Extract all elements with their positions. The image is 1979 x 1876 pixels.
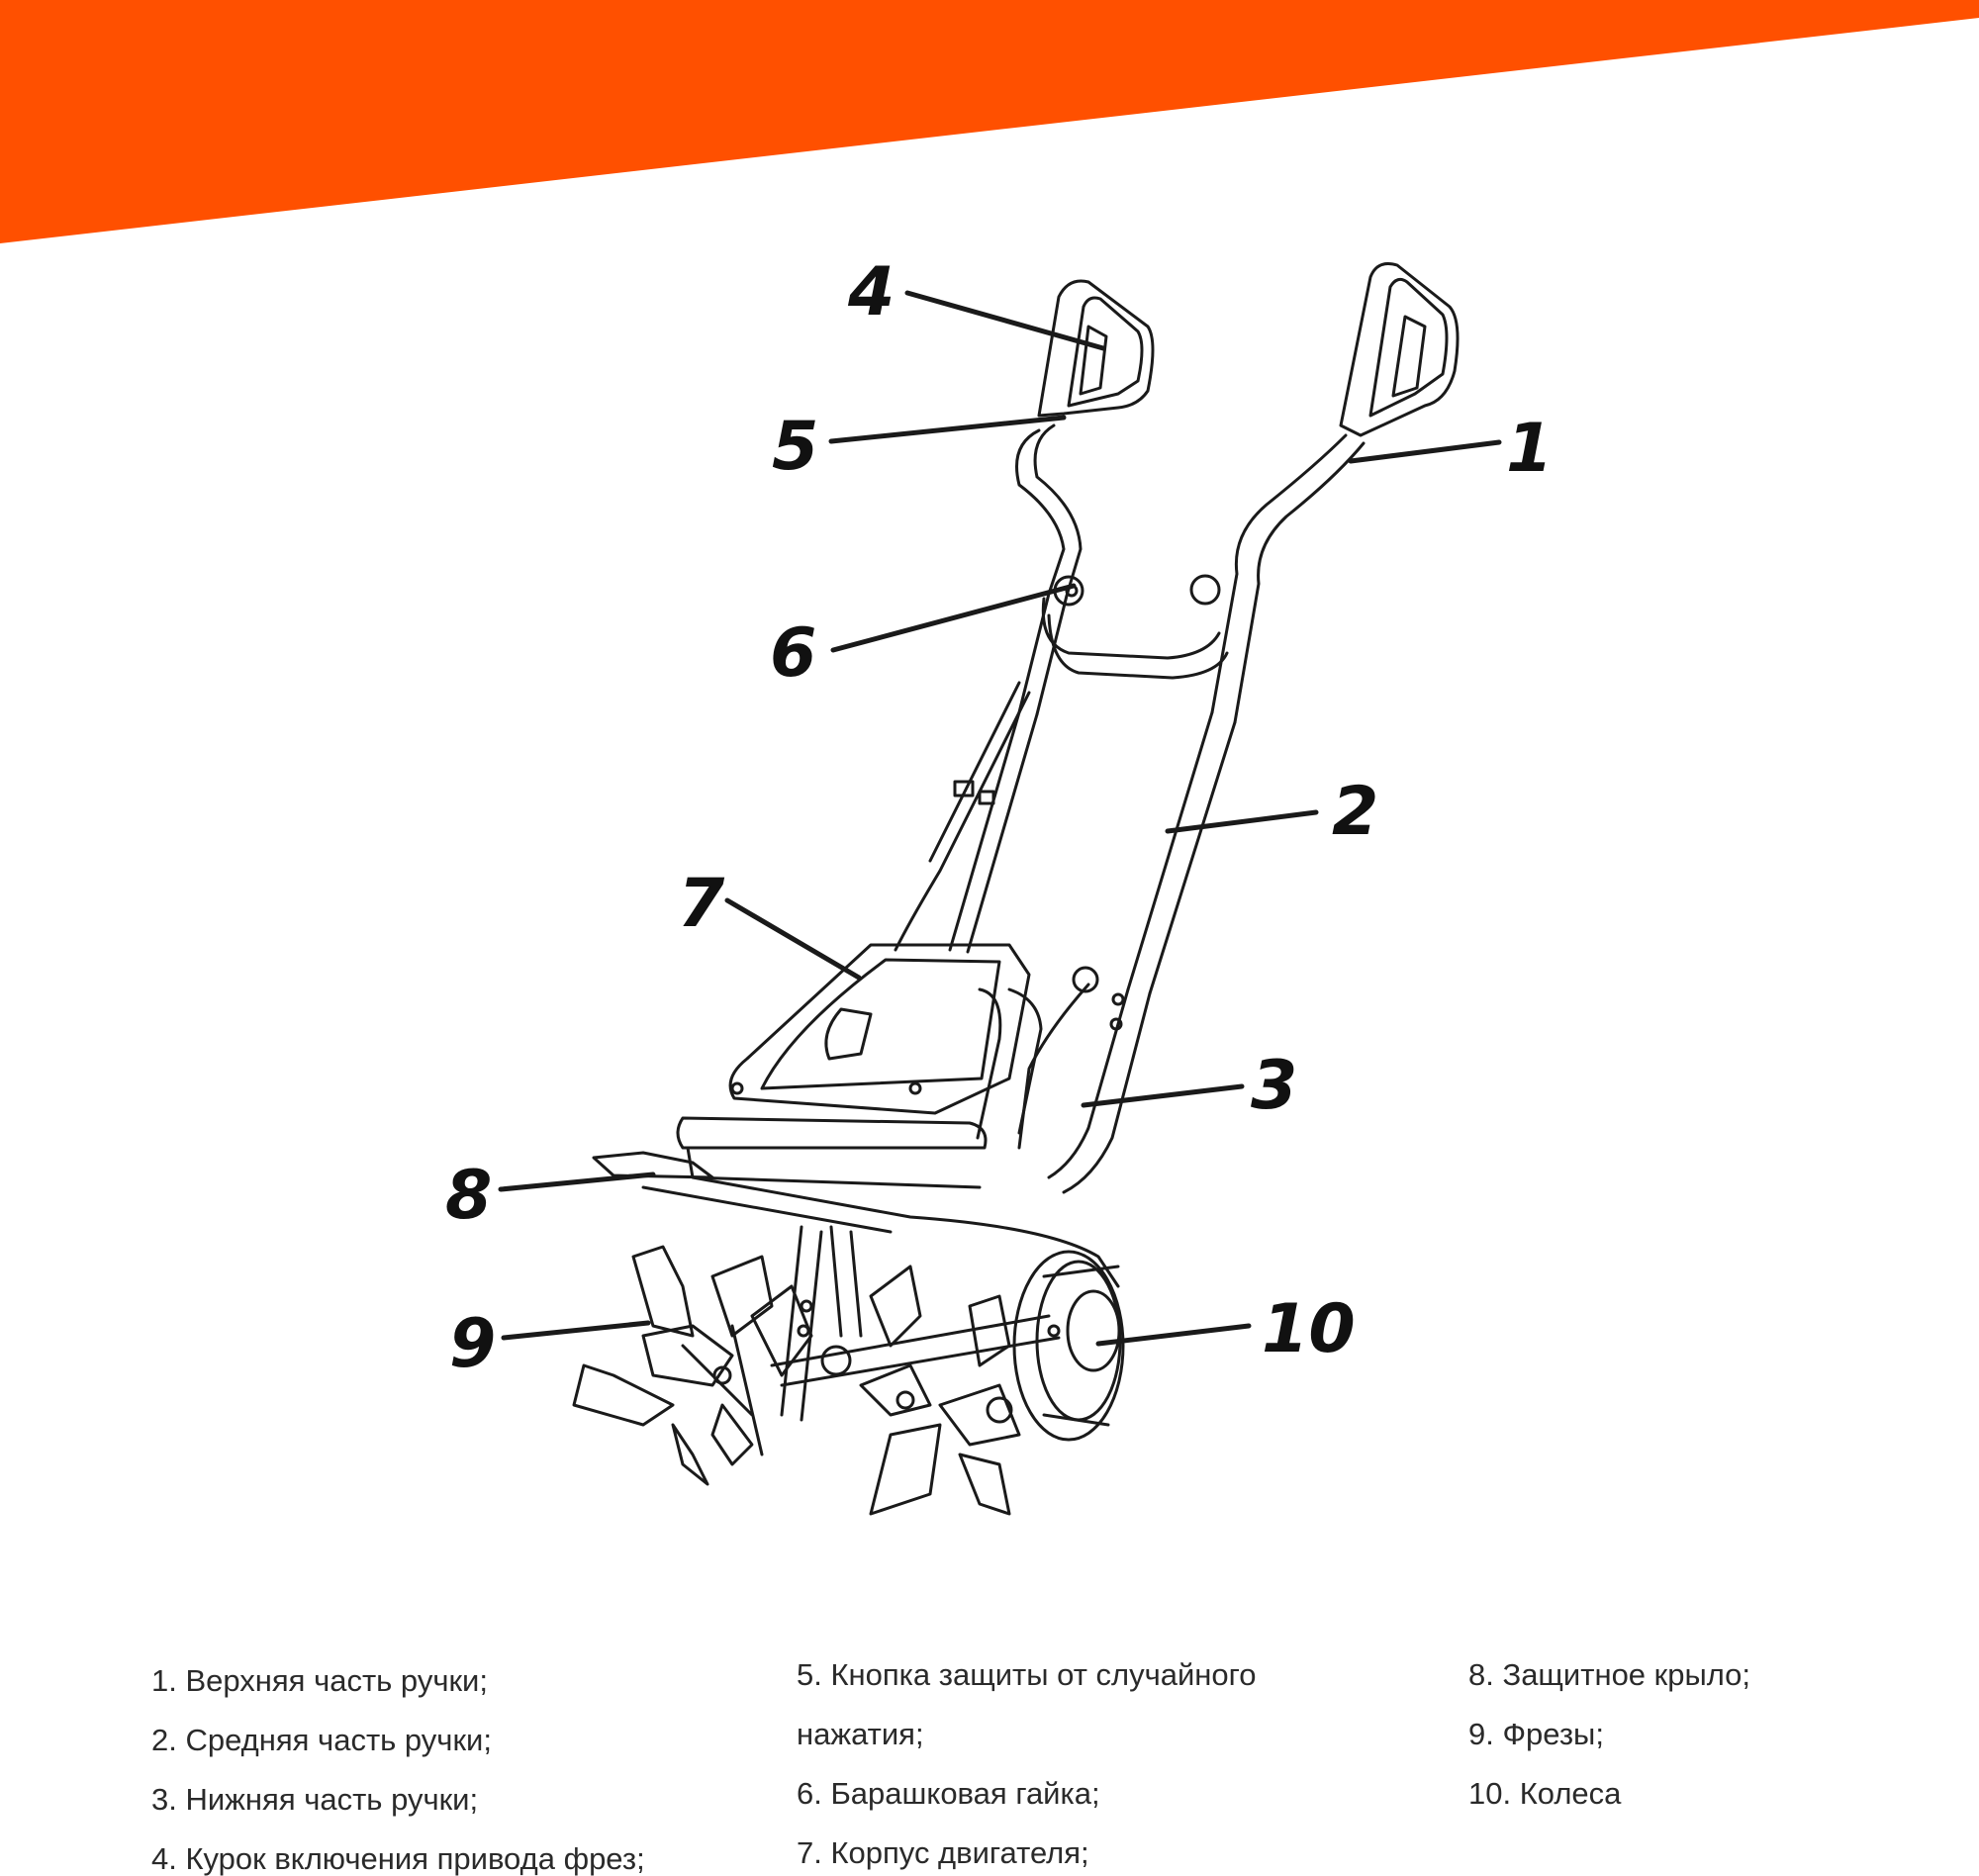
callout-9: 9 bbox=[449, 1305, 497, 1383]
power-cable bbox=[894, 681, 1031, 952]
legend-item-1: 1. Верхняя часть ручки; bbox=[151, 1663, 488, 1698]
right-upper-handle bbox=[1210, 433, 1366, 724]
motor-housing bbox=[728, 943, 1043, 1140]
legend-item-5: 5. Кнопка защиты от случайного bbox=[797, 1657, 1257, 1692]
wing-nut-right bbox=[1189, 574, 1221, 606]
orange-header-banner bbox=[0, 0, 1979, 243]
legend-item-5-cont: нажатия; bbox=[797, 1717, 924, 1751]
callout-2: 2 bbox=[1332, 773, 1379, 851]
callout-6: 6 bbox=[770, 614, 817, 693]
lower-handle bbox=[1017, 983, 1152, 1194]
legend-item-6: 6. Барашковая гайка; bbox=[797, 1776, 1100, 1811]
callout-5: 5 bbox=[772, 408, 819, 486]
wheel bbox=[1012, 1250, 1125, 1442]
tine-shaft bbox=[770, 1225, 1061, 1422]
legend-item-9: 9. Фрезы; bbox=[1468, 1717, 1604, 1751]
callout-10: 10 bbox=[1262, 1290, 1356, 1368]
callout-1: 1 bbox=[1506, 410, 1554, 488]
callout-3: 3 bbox=[1251, 1047, 1298, 1125]
left-upper-handle bbox=[1015, 423, 1083, 716]
callout-7: 7 bbox=[678, 865, 725, 943]
legend-item-2: 2. Средняя часть ручки; bbox=[151, 1723, 492, 1757]
handle-crossbar bbox=[1041, 597, 1229, 680]
legend-item-8: 8. Защитное крыло; bbox=[1468, 1657, 1751, 1692]
leader-lines bbox=[498, 290, 1502, 1347]
left-handle-grip bbox=[1037, 279, 1155, 418]
right-tines bbox=[859, 1265, 1021, 1516]
bumper-bar bbox=[676, 1116, 988, 1189]
legend-item-7: 7. Корпус двигателя; bbox=[797, 1835, 1089, 1870]
legend-item-10: 10. Колеса bbox=[1468, 1776, 1622, 1811]
callout-8: 8 bbox=[445, 1157, 493, 1235]
cultivator-illustration bbox=[498, 262, 1502, 1516]
protective-guard bbox=[592, 1151, 1120, 1288]
legend-item-4: 4. Курок включения привода фрез; bbox=[151, 1841, 645, 1876]
right-handle-grip bbox=[1339, 262, 1460, 437]
callout-4: 4 bbox=[848, 253, 895, 331]
middle-handle bbox=[948, 710, 1237, 995]
legend-item-3: 3. Нижняя часть ручки; bbox=[151, 1782, 479, 1817]
left-tines bbox=[572, 1245, 813, 1486]
banner-shape bbox=[0, 0, 1979, 243]
